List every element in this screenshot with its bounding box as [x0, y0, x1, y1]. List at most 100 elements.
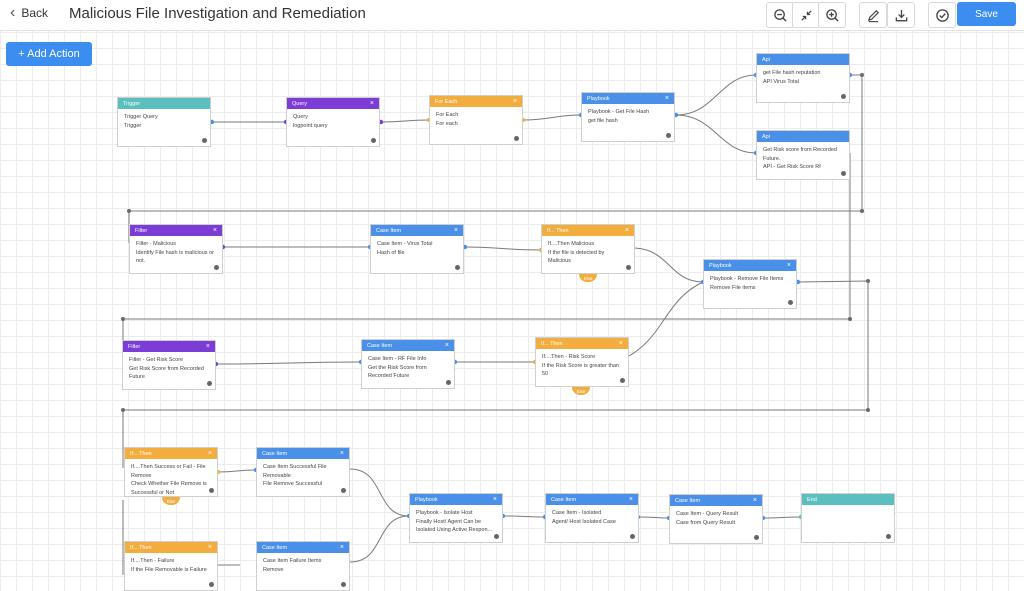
- node-text-line: Case Item - Virus Total: [377, 241, 433, 247]
- settings-icon[interactable]: [514, 136, 519, 141]
- node-if-then-file-remove[interactable]: If... Then×If....Then Success or Fail - …: [124, 447, 218, 497]
- fit-screen-button[interactable]: [792, 2, 820, 28]
- node-end[interactable]: End: [801, 493, 895, 543]
- settings-icon[interactable]: [209, 582, 214, 587]
- node-text-line: Remove: [263, 566, 284, 573]
- close-icon[interactable]: ×: [453, 227, 458, 234]
- settings-icon[interactable]: [446, 380, 451, 385]
- settings-icon[interactable]: [666, 133, 671, 138]
- settings-icon[interactable]: [207, 381, 212, 386]
- settings-icon[interactable]: [886, 534, 891, 539]
- else-tag[interactable]: Else: [162, 497, 180, 505]
- save-button[interactable]: Save: [957, 2, 1016, 26]
- settings-icon[interactable]: [341, 488, 346, 493]
- close-icon[interactable]: ×: [339, 544, 344, 551]
- settings-icon[interactable]: [371, 138, 376, 143]
- node-text-line: Case from Query Result: [676, 519, 735, 526]
- settings-icon[interactable]: [455, 265, 460, 270]
- close-icon[interactable]: ×: [369, 100, 374, 107]
- settings-icon[interactable]: [841, 171, 846, 176]
- close-icon[interactable]: ×: [752, 497, 757, 504]
- else-tag[interactable]: Else: [572, 387, 590, 395]
- node-text-line: If the Risk Score is greater than: [542, 362, 620, 369]
- zoom-in-button[interactable]: [818, 2, 846, 28]
- node-header: Query×: [287, 98, 379, 109]
- zoom-out-button[interactable]: [766, 2, 794, 28]
- close-icon[interactable]: ×: [492, 496, 497, 503]
- chevron-left-icon: ‹: [10, 4, 16, 21]
- node-header: Playbook×: [582, 93, 674, 104]
- validate-button[interactable]: [928, 2, 956, 28]
- settings-icon[interactable]: [214, 265, 219, 270]
- settings-icon[interactable]: [202, 138, 207, 143]
- close-icon[interactable]: ×: [207, 544, 212, 551]
- close-icon[interactable]: ×: [444, 342, 449, 349]
- settings-icon[interactable]: [788, 300, 793, 305]
- node-text-line: Identify File hash is malicious or: [136, 249, 214, 256]
- node-type-label: Trigger: [123, 100, 141, 107]
- close-icon[interactable]: ×: [786, 262, 791, 269]
- settings-icon[interactable]: [754, 535, 759, 540]
- node-type-label: Case Item: [376, 227, 402, 234]
- edit-button[interactable]: [859, 2, 887, 28]
- node-text-line: Case Item Successful File: [263, 464, 327, 470]
- settings-icon[interactable]: [841, 94, 846, 99]
- settings-icon[interactable]: [209, 488, 214, 493]
- node-header: Case Item×: [546, 494, 638, 505]
- settings-icon[interactable]: [494, 534, 499, 539]
- settings-icon[interactable]: [341, 582, 346, 587]
- close-icon[interactable]: ×: [212, 227, 217, 234]
- settings-icon[interactable]: [626, 265, 631, 270]
- close-icon[interactable]: ×: [624, 227, 629, 234]
- back-button[interactable]: ‹ Back: [10, 4, 49, 21]
- node-body: [802, 505, 894, 509]
- else-tag[interactable]: Else: [579, 274, 597, 282]
- settings-icon[interactable]: [630, 534, 635, 539]
- close-icon[interactable]: ×: [205, 343, 210, 350]
- download-button[interactable]: [887, 2, 915, 28]
- settings-icon[interactable]: [620, 378, 625, 383]
- close-icon[interactable]: ×: [664, 95, 669, 102]
- check-circle-icon: [935, 8, 949, 22]
- close-icon[interactable]: ×: [339, 450, 344, 457]
- node-text-line: If....Then - Risk Score: [542, 354, 596, 360]
- close-icon[interactable]: ×: [618, 340, 623, 347]
- node-type-label: Api: [762, 56, 770, 63]
- close-icon[interactable]: ×: [628, 496, 633, 503]
- add-action-button[interactable]: + Add Action: [6, 42, 92, 66]
- node-text-line: If the file is detected by: [548, 249, 605, 256]
- node-header: Case Item×: [362, 340, 454, 351]
- node-text-line: Playbook - Remove File Items: [710, 276, 784, 282]
- close-icon[interactable]: ×: [512, 98, 517, 105]
- connector-joint: [866, 279, 870, 283]
- back-label: Back: [21, 6, 49, 20]
- node-text-line: Future.: [763, 155, 781, 162]
- close-icon[interactable]: ×: [207, 450, 212, 457]
